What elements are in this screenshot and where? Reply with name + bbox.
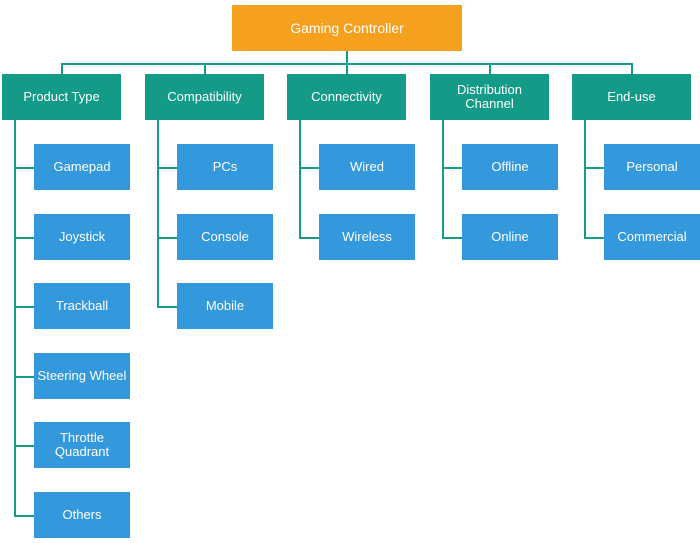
item-node: Online	[462, 213, 558, 260]
item-node: Console	[177, 213, 273, 260]
category-drop	[345, 63, 348, 74]
category-bus	[61, 63, 633, 65]
item-connector	[157, 167, 177, 169]
item-connector	[299, 167, 319, 169]
item-connector	[14, 236, 34, 239]
item-connector	[157, 236, 177, 239]
category-node: Connectivity	[287, 74, 406, 120]
item-stem	[442, 120, 444, 238]
item-connector	[14, 306, 34, 309]
category-node: Compatibility	[145, 74, 264, 120]
item-node: Steering Wheel	[34, 352, 130, 399]
category-node: End-use	[572, 74, 691, 120]
item-connector	[299, 236, 319, 239]
root-connector	[346, 51, 348, 64]
item-node: Mobile	[177, 283, 273, 330]
category-drop	[488, 63, 491, 74]
item-node: Wireless	[319, 213, 415, 260]
item-node: Gamepad	[34, 144, 130, 190]
item-node: Commercial	[604, 213, 700, 260]
item-stem	[14, 120, 16, 516]
item-connector	[442, 236, 462, 239]
item-connector	[584, 167, 604, 169]
item-node: Others	[34, 492, 130, 538]
item-connector	[14, 375, 34, 378]
category-node: Distribution Channel	[430, 74, 549, 120]
item-stem	[299, 120, 301, 238]
item-node: Trackball	[34, 283, 130, 330]
item-connector	[584, 236, 604, 239]
root-node: Gaming Controller	[232, 5, 462, 51]
category-drop	[60, 63, 63, 74]
item-connector	[442, 167, 462, 169]
category-drop	[630, 63, 633, 74]
item-connector	[14, 167, 34, 169]
item-stem	[584, 120, 586, 238]
item-node: Personal	[604, 144, 700, 190]
item-node: Wired	[319, 144, 415, 190]
item-node: Joystick	[34, 213, 130, 260]
item-node: Throttle Quadrant	[34, 422, 130, 469]
item-connector	[14, 445, 34, 448]
item-connector	[14, 515, 34, 517]
item-node: Offline	[462, 144, 558, 190]
item-node: PCs	[177, 144, 273, 190]
category-node: Product Type	[2, 74, 121, 120]
category-drop	[203, 63, 206, 74]
item-stem	[157, 120, 159, 308]
item-connector	[157, 306, 177, 309]
